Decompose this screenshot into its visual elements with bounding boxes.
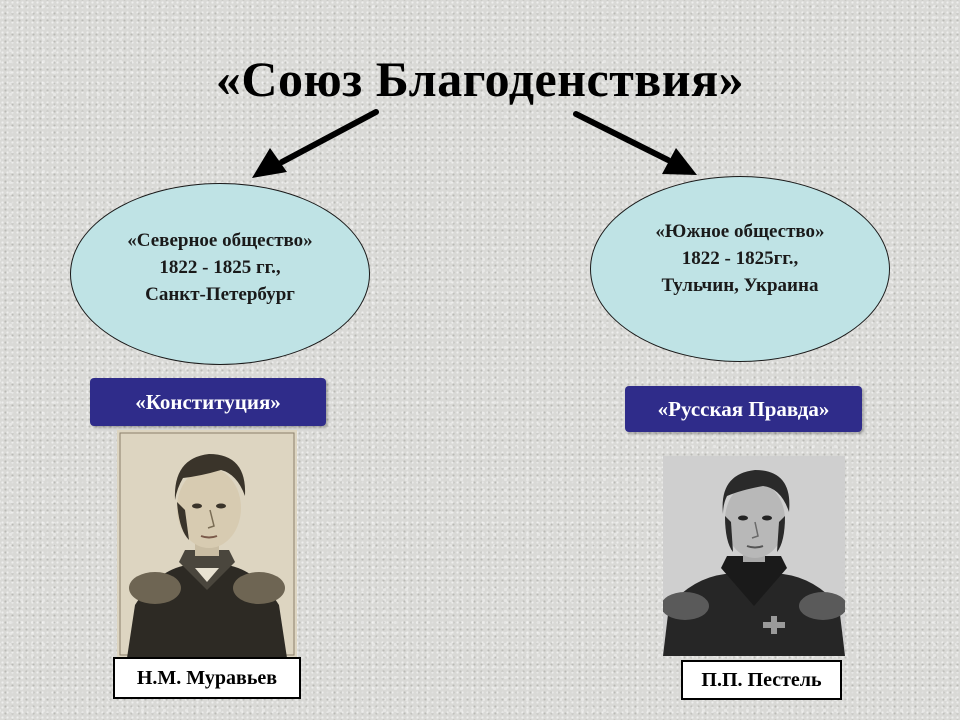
southern-society-ellipse: «Южное общество» 1822 - 1825гг., Тульчин… [590, 176, 890, 362]
slide-title: «Союз Благоденствия» [215, 51, 745, 107]
northern-society-place: Санкт-Петербург [145, 283, 295, 305]
arrow-to-right-society [573, 111, 697, 175]
muravyov-name-label: Н.М. Муравьев [113, 657, 301, 699]
russkaya-pravda-label: «Русская Правда» [625, 386, 862, 432]
northern-society-name: «Северное общество» [127, 229, 313, 251]
northern-society-ellipse: «Северное общество» 1822 - 1825 гг., Сан… [70, 183, 370, 365]
southern-society-name: «Южное общество» [655, 220, 825, 242]
northern-society-years: 1822 - 1825 гг., [159, 256, 281, 278]
muravyov-portrait [117, 430, 297, 658]
pestel-portrait [663, 456, 845, 656]
southern-society-place: Тульчин, Украина [661, 274, 819, 296]
constitution-label: «Конституция» [90, 378, 326, 426]
southern-society-years: 1822 - 1825гг., [681, 247, 799, 269]
pestel-name-label: П.П. Пестель [681, 660, 842, 700]
arrow-to-left-society [252, 109, 379, 178]
